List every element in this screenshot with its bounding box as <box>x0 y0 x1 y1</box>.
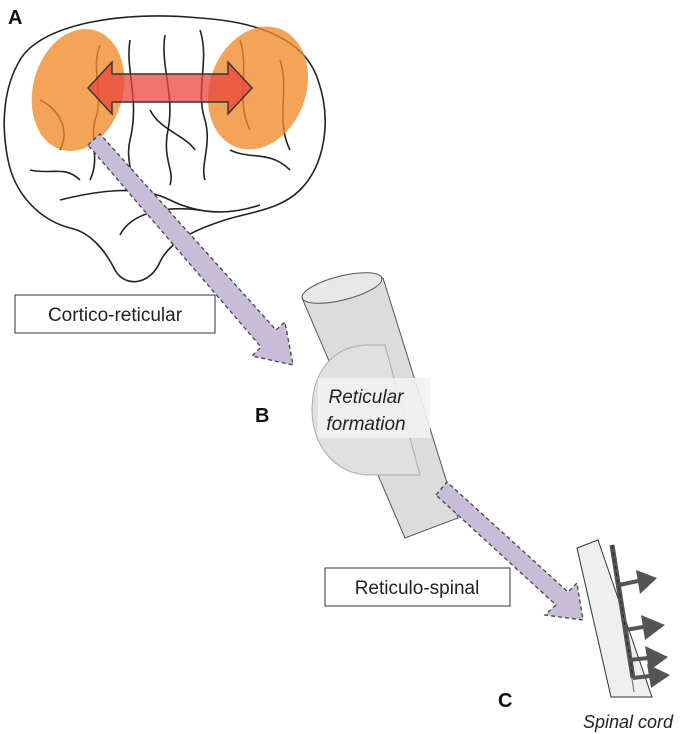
panel-label-c: C <box>498 690 512 712</box>
reticular-formation <box>301 272 459 539</box>
cortical-connection-double-arrow <box>87 60 253 116</box>
reticulo-spinal-arrow <box>435 481 584 621</box>
frontal-region-highlight <box>31 28 125 152</box>
cortico-reticular-box <box>14 294 216 334</box>
panel-label-b: B <box>255 405 269 427</box>
reticulo-spinal-box <box>324 567 511 607</box>
reticular-label-line1: Reticular <box>329 387 405 408</box>
panel-label-a: A <box>8 7 22 29</box>
spinal-cord <box>576 539 670 698</box>
spinal-cord-label: Spinal cord <box>583 712 674 732</box>
reticular-label-line2: formation <box>326 414 405 435</box>
motor-output-arrows <box>618 570 670 688</box>
cortico-reticular-arrow <box>87 133 294 366</box>
reticulo-spinal-label: Reticulo-spinal <box>355 578 480 599</box>
cortico-reticular-label: Cortico-reticular <box>48 305 183 326</box>
parietal-region-highlight <box>208 26 308 150</box>
